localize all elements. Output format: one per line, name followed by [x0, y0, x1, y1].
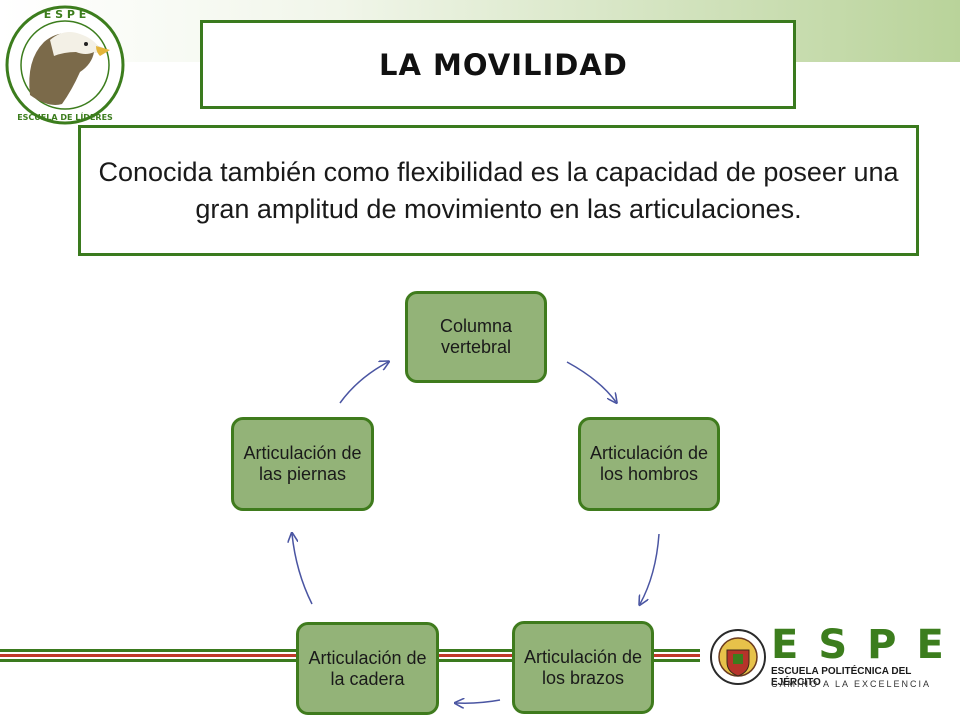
node-columna-vertebral: Columna vertebral [405, 291, 547, 383]
arrow-5 [339, 362, 388, 404]
espe-footer-logo: ESPE ESCUELA POLITÉCNICA DEL EJÉRCITO CA… [707, 622, 947, 694]
espe-seal-icon [710, 629, 766, 685]
page-title: La movilidad [379, 47, 628, 82]
arrow-4 [292, 534, 313, 605]
description-box: Conocida también como flexibilidad es la… [78, 125, 919, 256]
description-text: Conocida también como flexibilidad es la… [98, 156, 899, 224]
logo-bottom-text: ESCUELA DE LÍDERES [17, 111, 113, 122]
logo-top-text: E S P E [44, 8, 87, 21]
node-articulacion-hombros: Articulación de los hombros [578, 417, 720, 511]
arrow-1 [566, 361, 616, 402]
espe-eagle-logo: E S P E ESCUELA DE LÍDERES [5, 5, 125, 125]
node-articulacion-cadera: Articulación de la cadera [296, 622, 439, 715]
node-articulacion-brazos: Articulación de los brazos [512, 621, 654, 714]
arrow-2 [640, 533, 660, 604]
node-articulacion-piernas: Articulación de las piernas [231, 417, 374, 511]
arrow-3 [456, 700, 501, 703]
espe-slogan-line: CAMINO A LA EXCELENCIA [771, 679, 932, 689]
espe-letters: ESPE [771, 622, 960, 668]
title-box: La movilidad [200, 20, 796, 109]
espe-name-line: ESCUELA POLITÉCNICA DEL EJÉRCITO [771, 666, 912, 688]
